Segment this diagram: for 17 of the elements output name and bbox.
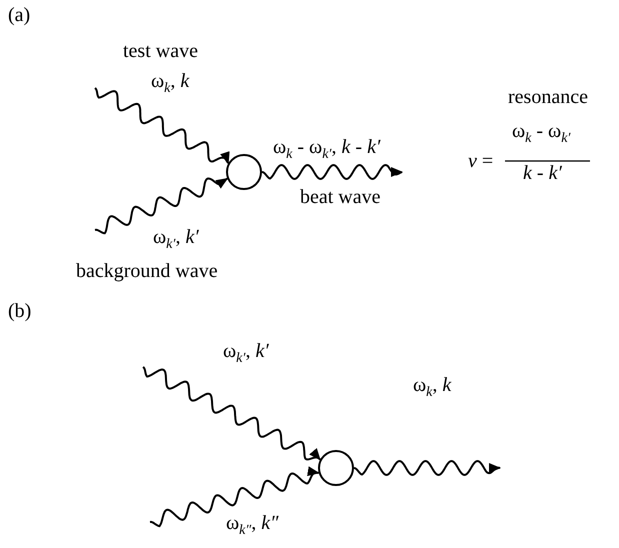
fraction-numerator: ω$_{k}$ - ω$_{k′}$ <box>512 120 570 146</box>
fraction-denominator: k - k′ <box>523 162 562 184</box>
vertex-circle <box>226 154 262 190</box>
formula-text: v = <box>468 150 494 172</box>
wave-label: background wave <box>76 260 218 282</box>
wavy-arrow <box>95 177 228 234</box>
wave-label: test wave <box>123 40 198 62</box>
wavy-arrow <box>150 466 320 528</box>
wavy-arrow <box>262 164 403 181</box>
wavy-arrow <box>354 460 501 476</box>
formula-heading: resonance <box>508 86 588 108</box>
panel-label: (b) <box>8 300 32 322</box>
vertex-circle <box>318 450 354 486</box>
wavy-arrow <box>94 87 230 164</box>
wave-label: beat wave <box>300 186 381 208</box>
panel-label: (a) <box>8 4 30 26</box>
wavy-arrow <box>142 366 321 460</box>
